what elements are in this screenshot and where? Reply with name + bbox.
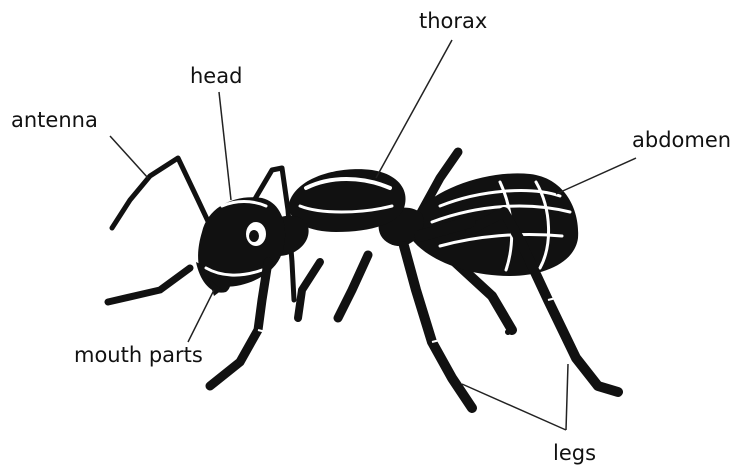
leader-thorax bbox=[376, 40, 452, 178]
label-thorax: thorax bbox=[419, 11, 487, 32]
label-head: head bbox=[190, 66, 242, 87]
label-mouth-parts: mouth parts bbox=[74, 345, 203, 366]
leader-abdomen bbox=[556, 158, 636, 194]
leader-legs-b bbox=[566, 364, 568, 430]
leader-head bbox=[219, 92, 231, 200]
label-abdomen: abdomen bbox=[632, 130, 731, 151]
leader-mouth bbox=[188, 290, 214, 342]
label-antenna: antenna bbox=[11, 110, 98, 131]
leader-antenna bbox=[110, 136, 148, 178]
label-legs: legs bbox=[553, 443, 596, 464]
leader-legs-a bbox=[462, 384, 566, 430]
